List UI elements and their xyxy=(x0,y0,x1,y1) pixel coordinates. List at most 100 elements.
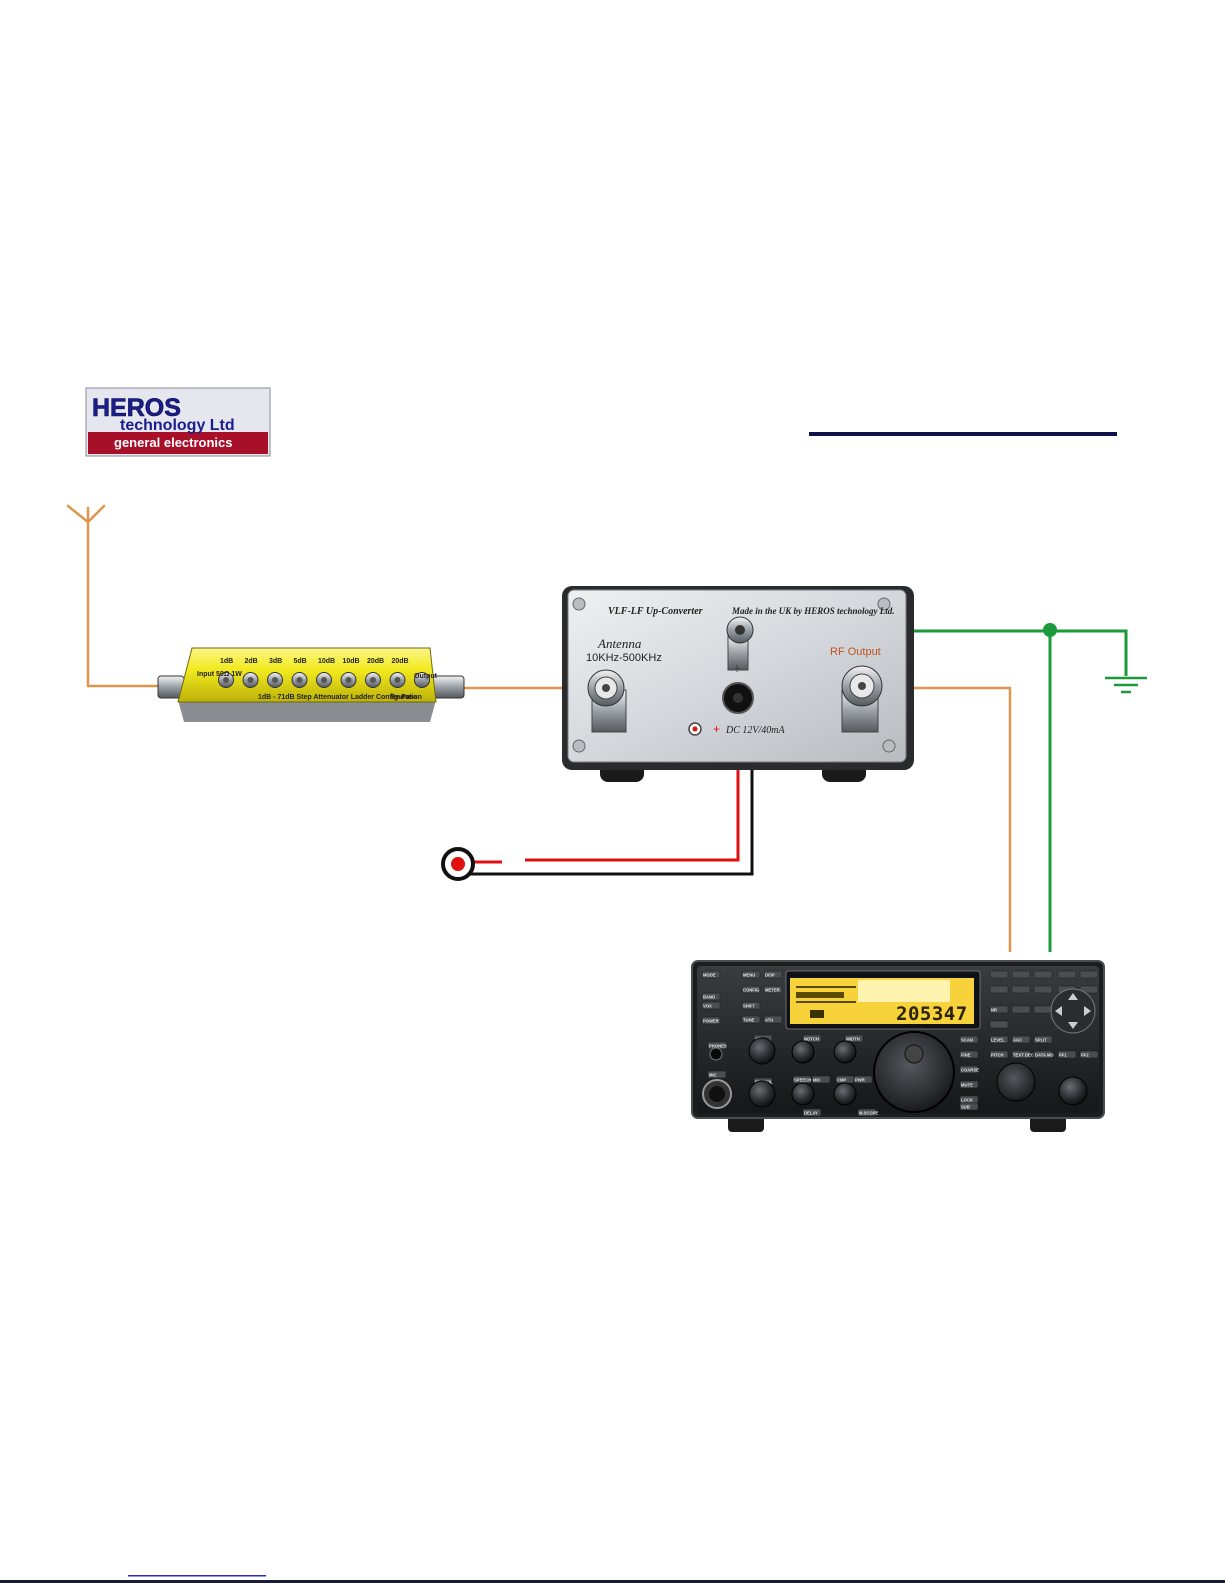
transceiver-button-label: VOX xyxy=(703,1004,712,1009)
transceiver-button[interactable] xyxy=(763,985,783,994)
transceiver-button[interactable] xyxy=(989,1005,1009,1014)
footer-link-underline xyxy=(128,1575,266,1577)
transceiver-button[interactable] xyxy=(763,1015,783,1024)
transceiver-button[interactable] xyxy=(741,970,761,979)
shift-knob xyxy=(791,1040,815,1064)
attenuator-body xyxy=(177,647,437,703)
transceiver-button[interactable] xyxy=(701,970,721,979)
transceiver-button[interactable] xyxy=(1011,985,1031,994)
transceiver-button[interactable] xyxy=(1033,985,1053,994)
transceiver-button[interactable] xyxy=(1033,1035,1053,1044)
transceiver-button[interactable] xyxy=(1079,1050,1099,1059)
transceiver-button[interactable] xyxy=(959,1065,979,1074)
attenuator-bypass-label: By-Pass xyxy=(390,694,418,701)
transceiver-button[interactable] xyxy=(802,1108,822,1117)
attenuator-switch-toggle xyxy=(296,677,303,683)
transceiver-button[interactable] xyxy=(989,970,1009,979)
transceiver-button[interactable] xyxy=(857,1108,877,1117)
transceiver-button[interactable] xyxy=(763,970,783,979)
dc-rating-label: DC 12V/40mA xyxy=(725,725,786,736)
transceiver-button[interactable] xyxy=(701,1016,721,1025)
transceiver-button[interactable] xyxy=(1057,1050,1077,1059)
pwr-knob xyxy=(833,1082,857,1106)
transceiver-button-label: ATU xyxy=(765,1018,773,1023)
transceiver-button-label: MODE xyxy=(703,973,716,978)
footer-rule xyxy=(0,1580,1225,1583)
transceiver-button-label: SHIFT xyxy=(743,1004,756,1009)
transceiver-button[interactable] xyxy=(989,985,1009,994)
transceiver-button[interactable] xyxy=(741,1001,761,1010)
transceiver-button-label: CMP xyxy=(837,1078,847,1083)
transceiver-button[interactable] xyxy=(741,1015,761,1024)
attenuator-step-label: 5dB xyxy=(294,658,307,665)
transceiver-button[interactable] xyxy=(1011,1005,1031,1014)
transceiver-button[interactable] xyxy=(1033,970,1053,979)
logo-red-band xyxy=(88,432,268,454)
transceiver-button[interactable] xyxy=(1011,1035,1031,1044)
transceiver-button[interactable] xyxy=(959,1035,979,1044)
transceiver-button[interactable] xyxy=(1057,970,1077,979)
transceiver-button-label: METER xyxy=(765,988,780,993)
transceiver-button[interactable] xyxy=(959,1080,979,1089)
transceiver-button[interactable] xyxy=(989,1035,1009,1044)
width-knob xyxy=(833,1040,857,1064)
transceiver-button[interactable] xyxy=(853,1075,873,1084)
transceiver-button[interactable] xyxy=(959,1050,979,1059)
attenuator-step-label: 10dB xyxy=(343,658,360,665)
logo-line-1: HEROS xyxy=(92,394,181,422)
antenna-bnc-connector xyxy=(587,669,627,733)
attenuator-bypass-switch[interactable] xyxy=(414,672,430,688)
transceiver-button[interactable] xyxy=(989,1050,1009,1059)
transceiver-button[interactable] xyxy=(959,1102,979,1111)
transceiver-button-label: M.SCOPE xyxy=(859,1111,879,1116)
transceiver-knobs xyxy=(748,1031,1088,1113)
attenuator-base xyxy=(178,700,436,722)
transceiver-button[interactable] xyxy=(811,1075,831,1084)
transceiver-button-label: WIDTH xyxy=(846,1037,860,1042)
antenna-label: Antenna xyxy=(597,636,642,651)
transceiver-button[interactable] xyxy=(1079,985,1099,994)
transceiver-button[interactable] xyxy=(1079,970,1099,979)
attenuator-switch-toggle xyxy=(247,677,254,683)
transceiver-button-label: CONFIG xyxy=(743,988,759,993)
transceiver-button-label: PF1 xyxy=(1059,1053,1067,1058)
attenuator-output-label: Output xyxy=(414,673,438,680)
frequency-readout: 205347 xyxy=(896,1003,968,1025)
converter-title: VLF-LF Up-Converter xyxy=(608,606,703,617)
transceiver-button[interactable] xyxy=(844,1034,864,1043)
transceiver-button[interactable] xyxy=(741,985,761,994)
transceiver-button-label: MIC xyxy=(709,1073,717,1078)
transceiver-button-label: LEVEL xyxy=(991,1038,1005,1043)
transceiver-button[interactable] xyxy=(1011,970,1031,979)
phones-jack xyxy=(709,1047,723,1061)
dc-cable-negative xyxy=(465,735,754,876)
transceiver-button[interactable] xyxy=(701,1001,721,1010)
antenna-range: 10KHz-500KHz xyxy=(586,652,662,664)
transceiver-button[interactable] xyxy=(1033,1005,1053,1014)
speech-knob xyxy=(791,1082,815,1106)
transceiver-button-label: SPEECH xyxy=(794,1078,811,1083)
transceiver-button-label: SUB xyxy=(961,1105,970,1110)
transceiver-button[interactable] xyxy=(802,1034,822,1043)
transceiver-button[interactable] xyxy=(989,1020,1009,1029)
ground-terminal-post: ⏚ xyxy=(726,616,754,673)
converter-front-panel xyxy=(567,589,907,763)
transceiver-button-label: TEXT DEC xyxy=(1013,1053,1034,1058)
transceiver-button[interactable] xyxy=(707,1070,727,1079)
attenuator-step-label: 20dB xyxy=(367,658,384,665)
dc-plug-icon xyxy=(441,847,475,881)
attenuator-step-label: 20dB xyxy=(392,658,409,665)
attenuator-switch-toggle xyxy=(345,677,352,683)
transceiver-button[interactable] xyxy=(701,992,721,1001)
attenuator-description: 1dB - 71dB Step Attenuator Ladder Config… xyxy=(258,694,422,701)
transceiver-button[interactable] xyxy=(1033,1050,1053,1059)
rf-output-label: RF Output xyxy=(830,646,881,658)
transceiver-button-label: FINE xyxy=(961,1053,971,1058)
main-dial-finger-dimple xyxy=(904,1044,924,1064)
transceiver-button-label: NOTCH xyxy=(804,1037,819,1042)
transceiver-button[interactable] xyxy=(1011,1050,1031,1059)
ground-junction xyxy=(1043,623,1057,637)
attenuator-switch-toggle xyxy=(223,677,229,683)
